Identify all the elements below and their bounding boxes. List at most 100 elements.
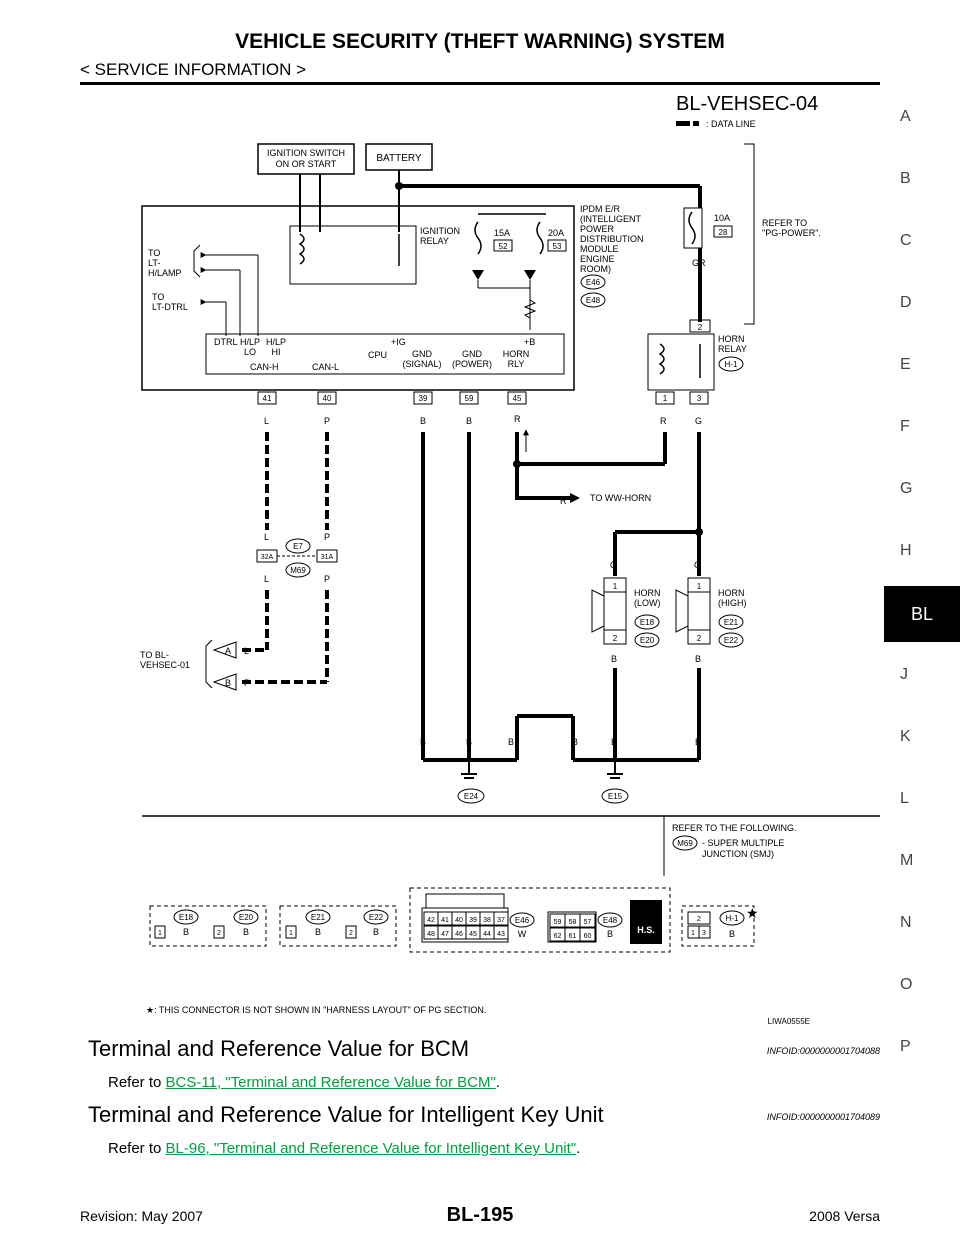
cg-e22-pin-no: 2 xyxy=(349,930,353,937)
horn-low-pin2-box xyxy=(603,629,627,645)
rpp1: REFER TO xyxy=(762,218,807,228)
footer-model: 2008 Versa xyxy=(809,1208,880,1224)
ipdm-l6: ENGINE xyxy=(580,254,615,264)
side-index-o[interactable]: O xyxy=(900,976,913,993)
e48-bot-pin-number: 60 xyxy=(584,933,592,940)
e21: E21 xyxy=(724,618,739,627)
jc-32a: 32A xyxy=(261,554,274,561)
cg-h1-badge xyxy=(719,910,745,926)
e46-top-pin-number: 42 xyxy=(427,917,435,924)
resistor xyxy=(523,299,537,319)
diode-2 xyxy=(524,270,536,280)
gs1: GND xyxy=(412,349,433,359)
wc-40: P xyxy=(324,416,330,426)
jc-31a-box xyxy=(316,549,338,563)
e48-bot-pin-number: 62 xyxy=(554,933,562,940)
cg-e46-color: W xyxy=(518,929,527,939)
cg-e18: E18 xyxy=(179,913,194,922)
wc-b6: B xyxy=(695,737,701,747)
cg-e48-badge xyxy=(597,912,623,928)
e46-bot-pin-number: 43 xyxy=(497,931,505,938)
jc-m69: M69 xyxy=(290,566,306,575)
side-index-g[interactable]: G xyxy=(900,480,913,497)
conn-a-arrow xyxy=(212,641,237,659)
hr2: RLY xyxy=(508,359,525,369)
jc-e7: E7 xyxy=(293,542,303,551)
lbl-ig: +IG xyxy=(391,337,406,347)
tld1: TO xyxy=(152,292,164,302)
cg-e18-badge xyxy=(173,909,199,925)
e46-top-pin-number: 40 xyxy=(455,917,463,924)
horn-high-label: HORN(HIGH) xyxy=(718,588,747,608)
side-index-n[interactable]: N xyxy=(900,914,912,931)
wc-bl-l: L xyxy=(244,646,249,656)
lo2: LO xyxy=(244,347,256,357)
fuse-10a-symbol xyxy=(688,211,696,245)
jc-31a: 31A xyxy=(321,554,334,561)
battery-label: BATTERY xyxy=(376,153,422,164)
link-bl-96[interactable]: BL-96, "Terminal and Reference Value for… xyxy=(165,1140,577,1157)
wc-b5: B xyxy=(611,737,617,747)
e46-top-pin-number: 39 xyxy=(469,917,477,924)
fuse-20a: 20A xyxy=(548,228,564,238)
conn-group-ipdm xyxy=(409,887,671,953)
horn-low-label: HORN(LOW) xyxy=(634,588,661,608)
cg-e48: E48 xyxy=(603,916,618,925)
horn-low-pin1: 1 xyxy=(613,582,618,591)
to-bl-vehsec01: TO BL-VEHSEC-01 xyxy=(140,650,190,670)
ipdm-conn2: E48 xyxy=(586,296,601,305)
refer-suffix-ikey: . xyxy=(576,1140,581,1157)
e46-bot-pin-number: 47 xyxy=(441,931,449,938)
section-heading-ikey: Terminal and Reference Value for Intelli… xyxy=(88,1102,604,1127)
hr1: HORN xyxy=(503,349,530,359)
side-index-j[interactable]: J xyxy=(900,666,908,683)
side-index-c[interactable]: C xyxy=(900,232,912,249)
term-41-box xyxy=(257,391,277,405)
pg-power-bracket xyxy=(744,143,755,325)
ir-l2: RELAY xyxy=(420,236,449,246)
diode-1 xyxy=(472,270,484,280)
e18: E18 xyxy=(640,618,655,627)
side-index-f[interactable]: F xyxy=(900,418,910,435)
side-index-active-bl[interactable]: BL xyxy=(884,586,960,642)
hrl2: RELAY xyxy=(718,344,747,354)
lo1: H/LP xyxy=(240,337,260,347)
term-41: 41 xyxy=(263,394,272,403)
side-index-b[interactable]: B xyxy=(900,170,911,187)
e18-badge xyxy=(634,614,660,630)
side-index-a[interactable]: A xyxy=(900,108,911,125)
cg-e21: E21 xyxy=(311,913,326,922)
bracket-hlamp xyxy=(193,244,201,278)
cg-e18-pin xyxy=(154,925,166,939)
side-index-p[interactable]: P xyxy=(900,1038,911,1055)
side-index-d[interactable]: D xyxy=(900,294,912,311)
ipdm-label: IPDM E/R (INTELLIGENT POWER DISTRIBUTION… xyxy=(580,204,646,274)
tlh3: H/LAMP xyxy=(148,268,182,278)
side-index-e[interactable]: E xyxy=(900,356,911,373)
side-index-h[interactable]: H xyxy=(900,542,912,559)
cg-h1-pin1-no: 1 xyxy=(691,930,695,937)
cg-h1-pin2 xyxy=(687,911,711,925)
conn-group-horn-relay xyxy=(681,905,755,947)
horn-high-pin2-box xyxy=(687,629,711,645)
bracket-vehsec xyxy=(205,639,213,689)
side-index-l[interactable]: L xyxy=(900,790,909,807)
fuse-15a-no-box xyxy=(493,239,513,252)
conn-group-horn-high xyxy=(279,905,397,947)
cg-h1-pin3-no: 3 xyxy=(702,930,706,937)
cg-h1: H-1 xyxy=(726,914,739,923)
wc-b4: B xyxy=(572,737,578,747)
link-bcs-11[interactable]: BCS-11, "Terminal and Reference Value fo… xyxy=(165,1074,496,1091)
side-index-k[interactable]: K xyxy=(900,728,911,745)
term-59-box xyxy=(459,391,479,405)
cg-e21-pin xyxy=(285,925,297,939)
cg-e21-color: B xyxy=(315,927,321,937)
jc-l-bot: L xyxy=(264,574,269,584)
wc-41: L xyxy=(264,416,269,426)
side-index-m[interactable]: M xyxy=(900,852,914,869)
horn-low-body xyxy=(603,591,627,631)
ignition-relay-box xyxy=(289,225,417,285)
